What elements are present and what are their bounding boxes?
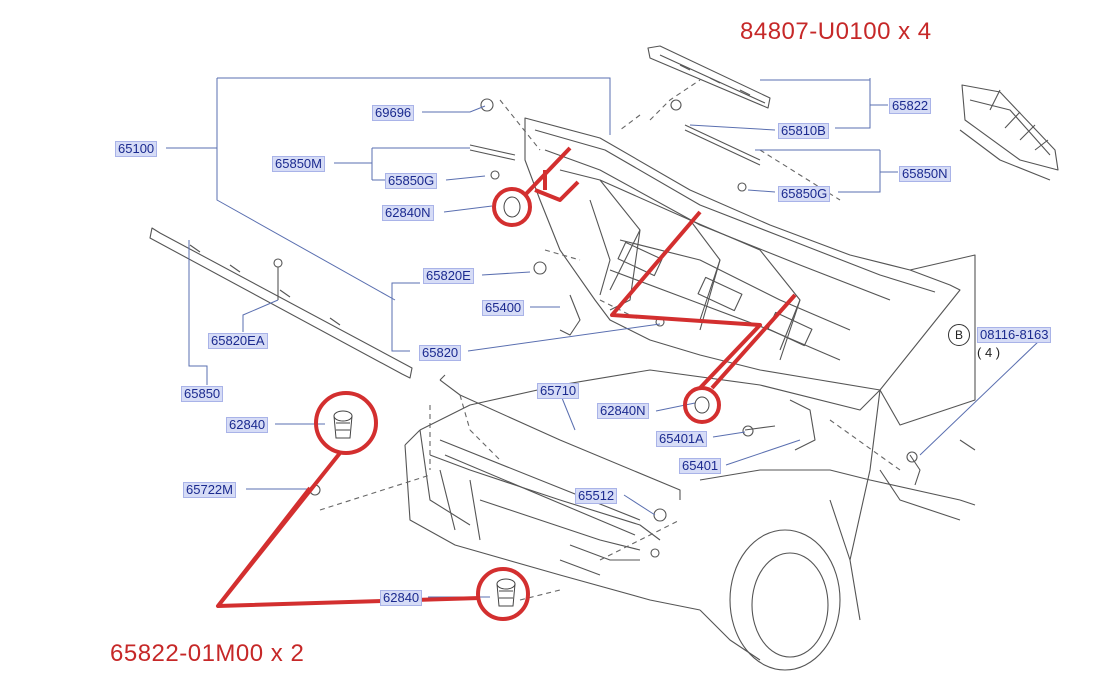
part-label-65850g-b[interactable]: 65850G <box>778 186 831 202</box>
part-label-65810b[interactable]: 65810B <box>778 123 829 139</box>
part-label-65512[interactable]: 65512 <box>575 488 618 504</box>
part-label-65400[interactable]: 65400 <box>482 300 525 316</box>
part-label-65850g-a[interactable]: 65850G <box>385 173 438 189</box>
leader-lines <box>166 77 1041 598</box>
highlight-lines-bottom <box>216 451 481 608</box>
highlight-lines-top <box>523 146 580 202</box>
part-label-65722m[interactable]: 65722M <box>183 482 236 498</box>
part-label-65401[interactable]: 65401 <box>679 458 722 474</box>
highlight-bumper-mid <box>683 386 721 424</box>
part-label-69696[interactable]: 69696 <box>372 105 415 121</box>
part-label-65820ea[interactable]: 65820EA <box>208 333 268 349</box>
part-label-65850n[interactable]: 65850N <box>899 166 951 182</box>
part-label-65710[interactable]: 65710 <box>537 383 580 399</box>
reference-marker-b: B <box>948 324 970 346</box>
part-label-65850[interactable]: 65850 <box>181 386 224 402</box>
highlight-bumper-top <box>492 187 532 227</box>
part-label-65822[interactable]: 65822 <box>889 98 932 114</box>
part-label-65100[interactable]: 65100 <box>115 141 158 157</box>
part-label-65850m[interactable]: 65850M <box>272 156 325 172</box>
car-line-art <box>149 45 1059 671</box>
part-label-65820[interactable]: 65820 <box>419 345 462 361</box>
part-label-62840n-a[interactable]: 62840N <box>382 205 434 221</box>
callout-top-right: 84807-U0100 x 4 <box>740 18 932 45</box>
quantity-note: ( 4 ) <box>977 345 1001 360</box>
part-label-62840-a[interactable]: 62840 <box>226 417 269 433</box>
part-label-65820e[interactable]: 65820E <box>423 268 474 284</box>
part-label-65401a[interactable]: 65401A <box>656 431 707 447</box>
highlight-bumper-bottom <box>476 567 530 621</box>
part-label-08116[interactable]: 08116-8163 <box>977 327 1052 343</box>
red-highlights <box>216 146 797 621</box>
bumper-parts <box>333 196 710 607</box>
highlight-lines-mid <box>610 210 797 390</box>
callout-bottom-left: 65822-01M00 x 2 <box>110 640 305 667</box>
highlight-bumper-left <box>314 391 378 455</box>
part-label-62840-b[interactable]: 62840 <box>380 590 423 606</box>
part-label-62840n-b[interactable]: 62840N <box>597 403 649 419</box>
